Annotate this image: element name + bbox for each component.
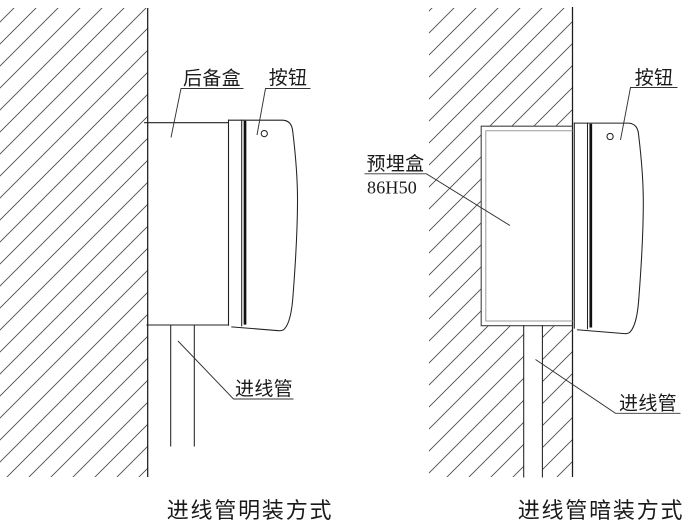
embedded-box-model-label: 86H50 [367,178,417,198]
caption-right: 进线管暗装方式 [518,498,685,523]
wall-hatching-left [0,8,148,477]
button-device-left [227,118,299,333]
left-diagram: 后备盒 按钮 进线管 进线管明装方式 [0,8,334,523]
conduit-left [170,324,195,447]
leader-button-right [620,87,678,141]
leader-embedded-box [364,173,511,226]
wall-hatching-right [429,8,573,477]
conduit-label-left: 进线管 [235,378,293,400]
button-device-right [572,121,645,336]
leader-button-left [256,88,311,136]
backup-box-label: 后备盒 [183,68,241,90]
leader-conduit-left [177,340,294,400]
button-label-right: 按钮 [635,67,674,89]
caption-left: 进线管明装方式 [167,498,334,523]
leader-conduit-right [535,359,681,414]
backup-box [144,122,230,326]
right-diagram: 预埋盒 86H50 按钮 进线管 进线管暗装方式 [364,7,685,523]
embedded-box-label: 预埋盒 [367,153,425,175]
conduit-label-right: 进线管 [619,393,677,415]
embedded-box-inner [485,130,573,322]
button-label-left: 按钮 [269,67,308,89]
embedded-box-outer [480,125,573,327]
conduit-right [523,325,543,478]
leader-backup-box [170,88,244,138]
